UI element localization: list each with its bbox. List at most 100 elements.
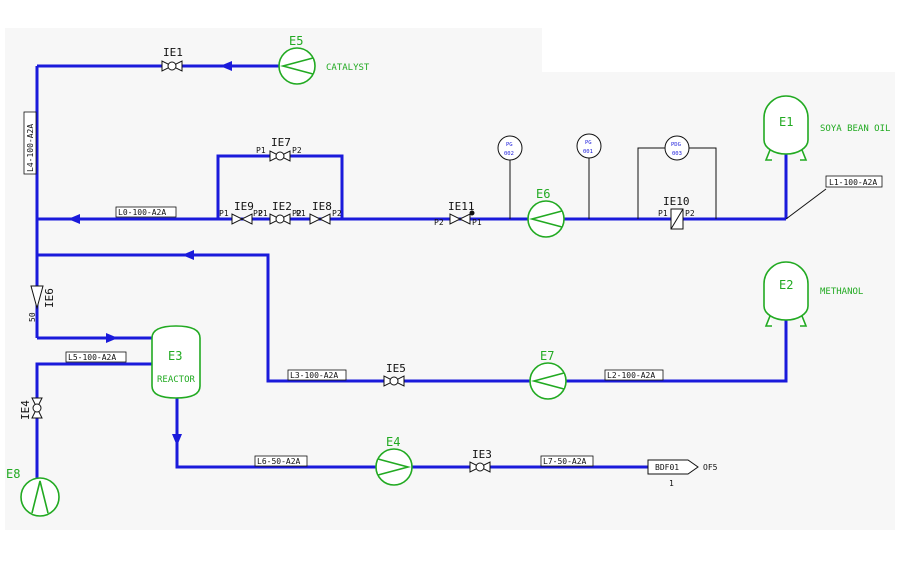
e7-tag: E7	[540, 349, 554, 363]
pg002-num: 002	[504, 151, 514, 157]
vessel-legs-icon	[764, 149, 808, 161]
offpage-code: BDF01	[655, 463, 679, 472]
e6-tag: E6	[536, 187, 550, 201]
ie6-size: 50	[28, 312, 37, 322]
ie3-valve[interactable]: IE3	[469, 448, 492, 473]
ie7-valve[interactable]: IE7 P1 P2	[256, 136, 302, 162]
l4-label: L4-100-A2A	[26, 124, 35, 172]
offpage-arrow-icon	[647, 459, 699, 475]
line-labels: L0-100-A2A L1-100-A2A L2-100-A2A L3-100-…	[23, 111, 883, 467]
e1-name: SOYA BEAN OIL	[820, 124, 890, 134]
e8-pump[interactable]: E8	[6, 467, 60, 517]
pg001-num: 001	[583, 149, 593, 155]
l3-label: L3-100-A2A	[290, 371, 338, 380]
vessel-icon	[763, 261, 809, 321]
l4-label-box	[23, 111, 37, 175]
flow-arrow-icon	[68, 214, 80, 224]
valve-ball-icon	[32, 403, 42, 413]
impulse-line	[637, 147, 665, 219]
ie11-valve[interactable]: IE11 P2 P1	[434, 200, 482, 227]
e1-tag: E1	[779, 115, 793, 129]
valve-ball-icon	[275, 214, 285, 224]
pdg003-gauge[interactable]: PDG 003	[637, 135, 717, 219]
flow-arrow-icon	[106, 333, 118, 343]
pg002-type: PG	[506, 142, 513, 148]
e5-tag: E5	[289, 34, 303, 48]
ie10-strainer[interactable]: IE10 P1 P2	[658, 195, 695, 230]
valve-icon	[309, 213, 331, 225]
port-label: P1	[472, 218, 482, 227]
e2-tank[interactable]: E2 METHANOL	[763, 261, 863, 327]
l5-label-box	[65, 351, 127, 363]
valve-ball-icon	[475, 462, 485, 472]
ie8-tag: IE8	[312, 200, 332, 213]
ie6-tag: IE6	[43, 288, 56, 308]
port-label: P2	[253, 209, 263, 218]
ie1-tag: IE1	[163, 46, 183, 59]
valve-icon	[231, 213, 253, 225]
l1-label: L1-100-A2A	[829, 178, 877, 187]
offpage-ref: OF5	[703, 463, 718, 472]
l6-label-box	[254, 455, 308, 467]
valve-ball-icon	[275, 151, 285, 161]
e2-tag: E2	[779, 278, 793, 292]
pg001-gauge[interactable]: PG 001	[576, 133, 602, 219]
l5-label: L5-100-A2A	[68, 353, 116, 362]
port-label: P1	[219, 209, 229, 218]
ie9-tag: IE9	[234, 200, 254, 213]
port-label: P2	[685, 209, 695, 218]
ie3-tag: IE3	[472, 448, 492, 461]
pdg003-num: 003	[672, 151, 682, 157]
ie2-tag: IE2	[272, 200, 292, 213]
l7-label-box	[540, 455, 594, 467]
e4-pump[interactable]: E4	[375, 435, 413, 486]
strainer-mesh-icon	[670, 208, 684, 230]
e8-tag: E8	[6, 467, 20, 481]
ie5-valve[interactable]: IE5	[383, 362, 406, 387]
e1-tank[interactable]: E1 SOYA BEAN OIL	[763, 95, 890, 161]
l2-label: L2-100-A2A	[607, 371, 655, 380]
offpage-sub: 1	[669, 479, 674, 488]
l0-label-box	[115, 206, 177, 218]
port-label: P2	[332, 209, 342, 218]
port-label: P2	[292, 146, 302, 155]
l3-line	[37, 253, 384, 383]
l6-line	[175, 398, 376, 469]
pipes	[35, 64, 788, 478]
pump-arrow-icon	[279, 57, 314, 75]
pdg003-type: PDG	[671, 142, 681, 148]
ie2-valve[interactable]: IE2 P1 P2	[258, 200, 302, 225]
ie4-valve[interactable]: IE4	[19, 397, 43, 420]
e3-name: REACTOR	[157, 375, 196, 385]
port-label: P1	[258, 209, 268, 218]
e3-tag: E3	[168, 349, 182, 363]
vessel-icon	[763, 95, 809, 155]
gauge-icon	[664, 135, 690, 161]
reducer-icon	[30, 285, 44, 310]
l5-line	[35, 362, 152, 398]
ie4-tag: IE4	[19, 400, 32, 420]
e5-pump[interactable]: E5 CATALYST	[278, 34, 370, 85]
ie6-reducer[interactable]: IE6 50	[28, 285, 56, 322]
l1-label-box	[825, 175, 883, 188]
e7-pump[interactable]: E7	[529, 349, 567, 400]
valve-ball-icon	[389, 376, 399, 386]
pg002-gauge[interactable]: PG 002	[497, 135, 523, 219]
e5-name: CATALYST	[326, 63, 370, 73]
e6-pump[interactable]: E6	[527, 187, 565, 238]
gauge-icon	[576, 133, 602, 159]
actuator-dot-icon	[469, 210, 475, 216]
ie8-valve[interactable]: IE8 P1 P2	[296, 200, 342, 225]
flow-arrow-icon	[182, 250, 194, 260]
port-label: P2	[292, 209, 302, 218]
pg001-type: PG	[585, 140, 592, 146]
pump-arrow-icon	[31, 480, 49, 514]
pump-arrow-icon	[528, 210, 563, 228]
ie9-valve[interactable]: IE9 P1 P2	[219, 200, 263, 225]
ie1-valve[interactable]: IE1	[161, 46, 183, 72]
offpage-connector[interactable]: BDF01 OF5 1	[647, 459, 718, 488]
ie5-tag: IE5	[386, 362, 406, 375]
l7-label: L7-50-A2A	[543, 457, 587, 466]
e3-reactor[interactable]: E3 REACTOR	[151, 325, 201, 399]
port-label: P2	[434, 218, 444, 227]
